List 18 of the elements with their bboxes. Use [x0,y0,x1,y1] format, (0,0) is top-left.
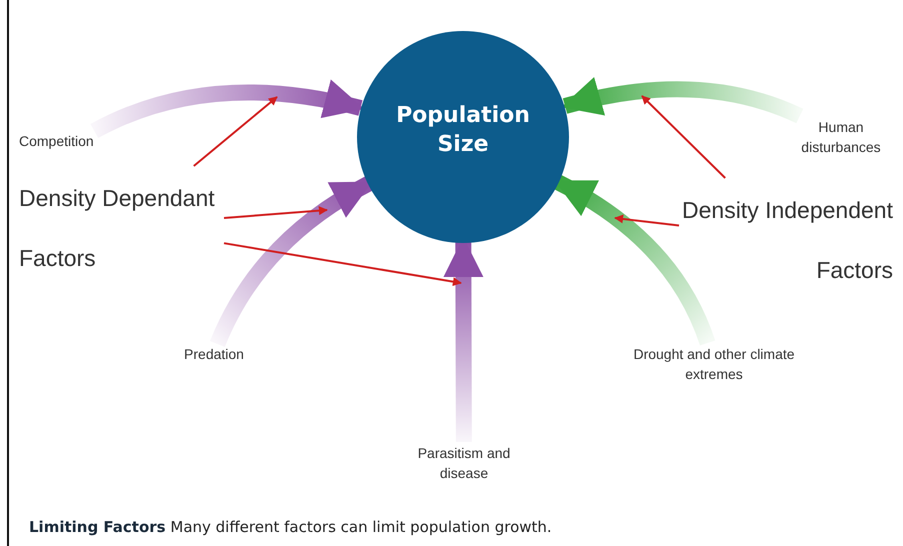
pointer-arrow [224,206,328,219]
factor-label: Human disturbances [779,118,903,158]
factor-label: Drought and other climate extremes [629,345,799,384]
category-label: Density Independent Factors [679,180,893,300]
pointer-arrow [224,242,462,286]
category-label: Density Dependant Factors [19,168,224,288]
curved-arrow [554,175,716,346]
factor-label: Competition [19,133,139,150]
pointer-arrow [614,214,680,226]
curved-arrow [90,80,364,138]
curved-arrow [561,78,803,124]
factor-label: Parasitism and disease [399,444,529,484]
pointer-arrow [641,95,726,179]
pointer-arrow [193,96,278,167]
factor-label: Predation [159,346,269,363]
circle-label: Population Size [395,102,531,159]
figure-caption: Limiting Factors Many different factors can limit population growth. [29,518,552,536]
curved-arrow [210,176,373,348]
